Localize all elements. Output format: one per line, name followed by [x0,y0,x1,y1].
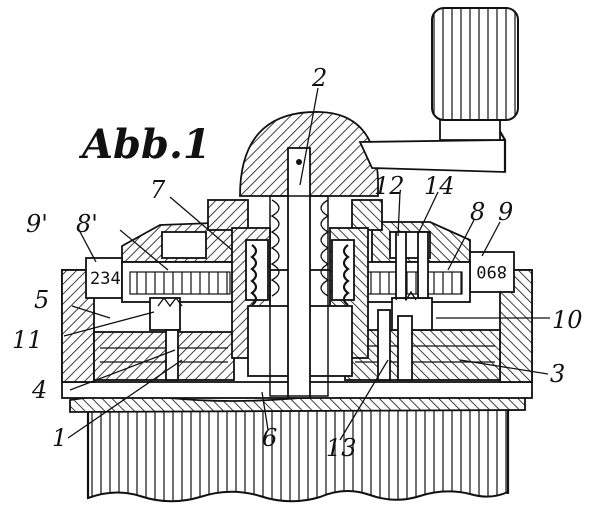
crank-handle [431,7,519,121]
label-3: 3 [550,360,565,388]
label-9-prime: 9' [26,210,48,238]
crank [239,7,519,197]
label-8-prime: 8' [76,210,98,238]
leader-lines [63,87,550,441]
label-10: 10 [552,306,583,334]
central-shaft [269,147,329,399]
label-4: 4 [31,376,47,404]
base-column [86,400,510,503]
label-9: 9 [498,198,513,226]
label-14: 14 [424,172,455,200]
counter-right: 890 [476,261,507,281]
figure-title: Abb.1 [78,121,211,168]
label-7: 7 [150,176,166,204]
counter-left: 234 [90,269,121,289]
label-13: 13 [326,434,357,462]
label-8: 8 [470,198,485,226]
label-11: 11 [12,326,43,354]
label-1: 1 [52,424,67,452]
label-6: 6 [262,424,277,452]
label-5: 5 [34,286,49,314]
label-2: 2 [311,64,327,92]
counter-wheels: 234 890 [85,251,515,303]
label-12: 12 [374,172,405,200]
pinion-mechanism [149,231,433,381]
reference-labels: 2 7 12 14 8 9 9' 8' 5 11 4 1 6 13 10 3 [12,64,583,462]
